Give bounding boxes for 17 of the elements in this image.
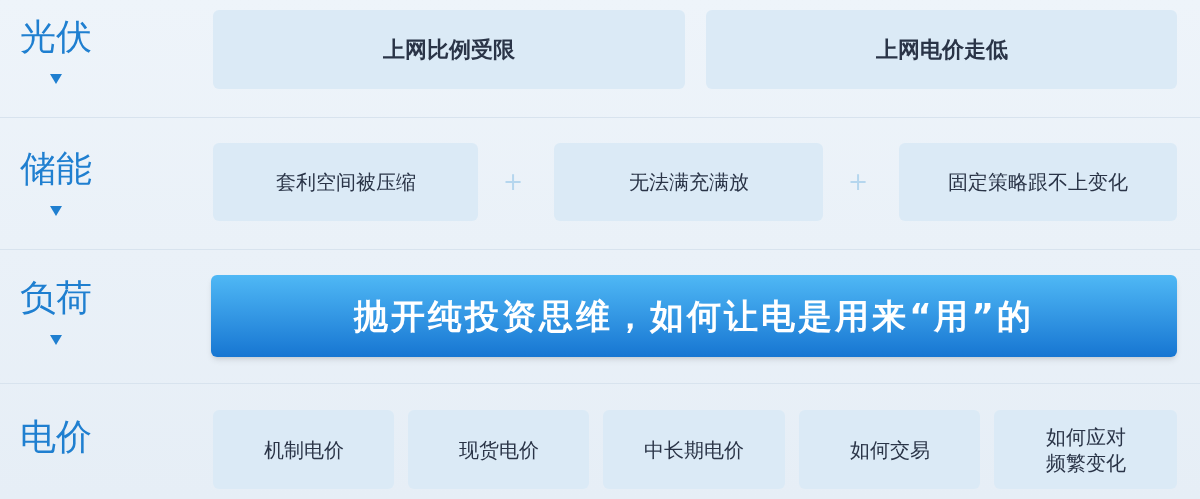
issue-box: 上网电价走低: [706, 10, 1177, 89]
row-label: 电价: [10, 412, 102, 462]
plus-sign: +: [503, 170, 524, 194]
plus-sign: +: [848, 170, 869, 194]
issue-box: 机制电价: [213, 410, 394, 489]
row-label: 光伏: [10, 12, 102, 62]
issue-box: 固定策略跟不上变化: [899, 143, 1177, 221]
issue-box: 如何应对频繁变化: [994, 410, 1177, 489]
row-label: 负荷: [10, 273, 102, 323]
issue-box: 如何交易: [799, 410, 980, 489]
issue-box: 上网比例受限: [213, 10, 685, 89]
issue-box: 现货电价: [408, 410, 589, 489]
issue-box: 中长期电价: [603, 410, 785, 489]
issue-box: 无法满充满放: [554, 143, 823, 221]
banner-box: 抛开纯投资思维，如何让电是用来“用”的: [211, 275, 1177, 357]
issue-box: 套利空间被压缩: [213, 143, 478, 221]
row-label: 储能: [10, 144, 102, 194]
